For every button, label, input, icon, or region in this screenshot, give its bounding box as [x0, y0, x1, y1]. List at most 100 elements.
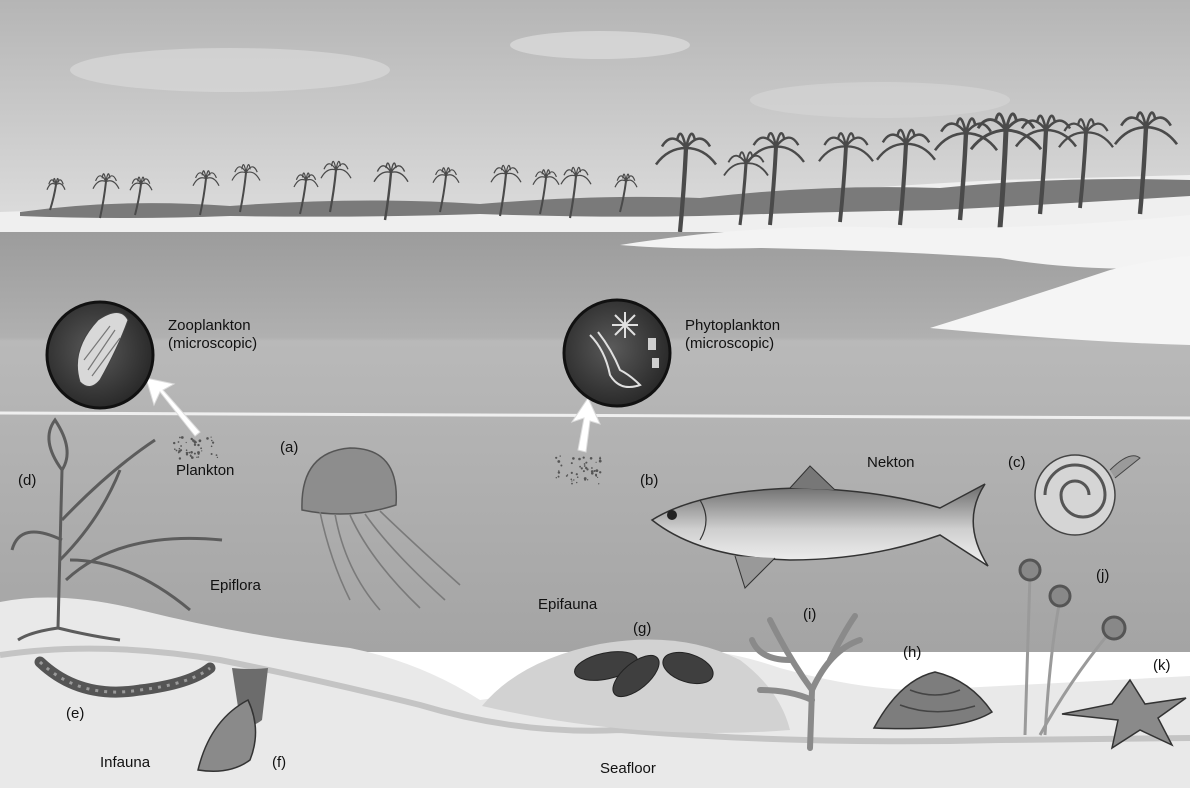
plankton-speck: [199, 439, 202, 442]
plankton-speck: [201, 450, 202, 451]
plankton-speck: [198, 456, 200, 458]
plankton-speck: [596, 475, 598, 477]
plankton-speck: [571, 480, 572, 481]
plankton-speck: [571, 472, 573, 474]
label-plankton: Plankton: [176, 462, 234, 479]
plankton-speck: [596, 469, 599, 472]
label-c: (c): [1008, 454, 1026, 471]
plankton-speck: [196, 457, 197, 458]
plankton-speck: [597, 477, 598, 478]
plankton-speck: [195, 441, 197, 443]
cloud: [750, 82, 1010, 118]
label-a: (a): [280, 439, 298, 456]
label-epiflora: Epiflora: [210, 577, 262, 594]
plankton-speck: [179, 448, 181, 450]
plankton-speck: [197, 444, 199, 446]
plankton-speck: [556, 477, 557, 478]
label-g: (g): [633, 620, 651, 637]
zooplankton-magnified-view: [47, 302, 153, 408]
plankton-speck: [217, 457, 218, 458]
plankton-speck: [197, 451, 200, 454]
plankton-speck: [571, 462, 573, 464]
label-d: (d): [18, 472, 36, 489]
plankton-speck: [180, 445, 182, 447]
plankton-speck: [194, 453, 196, 455]
label-f: (f): [272, 754, 286, 771]
phytoplankton-magnified-view: [564, 300, 670, 406]
plankton-speck: [587, 479, 588, 480]
label-i: (i): [803, 606, 816, 623]
plankton-speck: [576, 473, 578, 475]
label-phytoplankton-note: (microscopic): [685, 335, 774, 352]
plankton-speck: [572, 457, 575, 460]
plankton-speck: [591, 467, 593, 469]
plankton-speck: [576, 482, 577, 483]
plankton-speck: [179, 437, 181, 439]
plankton-speck: [578, 458, 581, 461]
plankton-speck: [560, 465, 562, 467]
plankton-speck: [584, 463, 586, 465]
label-k: (k): [1153, 657, 1171, 674]
label-h: (h): [903, 644, 921, 661]
plankton-speck: [599, 460, 602, 463]
plankton-speck: [211, 437, 212, 438]
plankton-speck: [206, 437, 209, 440]
label-b: (b): [640, 472, 658, 489]
sea-snail: [874, 672, 992, 729]
plankton-speck: [186, 442, 187, 443]
label-infauna: Infauna: [100, 754, 151, 771]
plankton-speck: [212, 442, 214, 444]
plankton-speck: [186, 453, 188, 455]
cloud: [70, 48, 390, 92]
plankton-speck: [566, 475, 568, 477]
plankton-speck: [178, 450, 181, 453]
plankton-speck: [190, 456, 191, 457]
cloud: [510, 31, 690, 59]
plankton-speck: [555, 457, 557, 459]
label-epifauna: Epifauna: [538, 596, 598, 613]
plankton-speck: [211, 440, 213, 442]
plankton-speck: [173, 442, 175, 444]
plankton-speck: [591, 472, 594, 475]
plankton-speck: [178, 441, 180, 443]
plankton-speck: [190, 451, 193, 454]
plankton-speck: [594, 470, 596, 472]
plankton-speck: [590, 457, 593, 460]
plankton-speck: [571, 479, 573, 481]
plankton-speck: [211, 453, 213, 455]
label-zooplankton: Zooplankton: [168, 317, 251, 334]
plankton-speck: [216, 454, 218, 456]
plankton-speck: [558, 476, 560, 478]
plankton-speck: [558, 470, 559, 471]
plankton-speck: [581, 467, 583, 469]
label-phytoplankton: Phytoplankton: [685, 317, 780, 334]
plankton-speck: [179, 457, 181, 459]
label-nekton: Nekton: [867, 454, 915, 471]
plankton-speck: [200, 447, 202, 449]
plankton-speck: [579, 466, 581, 468]
plankton-speck: [585, 467, 587, 469]
plankton-speck: [186, 449, 188, 451]
plankton-speck: [194, 444, 196, 446]
plankton-speck: [585, 462, 587, 464]
plankton-speck: [211, 446, 213, 448]
plankton-speck: [558, 471, 560, 473]
plankton-speck: [557, 460, 560, 463]
plankton-speck: [598, 483, 599, 484]
plankton-speck: [584, 477, 587, 480]
label-seafloor: Seafloor: [600, 760, 656, 777]
plankton-speck: [181, 436, 184, 439]
plankton-speck: [584, 465, 586, 467]
plankton-speck: [573, 479, 574, 480]
label-j: (j): [1096, 567, 1109, 584]
label-zooplankton-note: (microscopic): [168, 335, 257, 352]
plankton-speck: [571, 483, 573, 485]
plankton-speck: [599, 471, 601, 473]
plankton-speck: [596, 462, 597, 463]
plankton-speck: [188, 452, 190, 454]
plankton-speck: [174, 448, 176, 450]
plankton-speck: [577, 476, 579, 478]
plankton-speck: [583, 457, 585, 459]
plankton-speck: [191, 438, 193, 440]
